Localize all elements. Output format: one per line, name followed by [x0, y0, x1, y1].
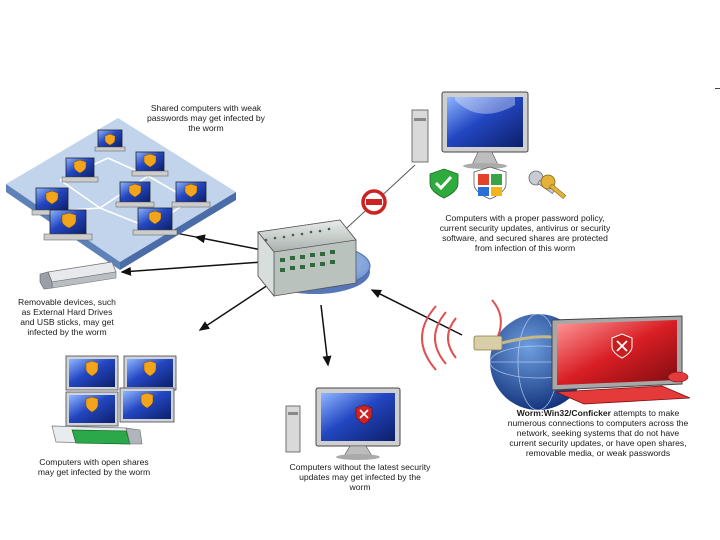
green-usb-stick-icon — [51, 425, 143, 445]
shield-icon — [85, 360, 99, 377]
usb-drive-icon — [39, 261, 117, 290]
shared-pc-3 — [131, 151, 169, 177]
network-switch-icon — [257, 219, 371, 298]
worm-description: attempts to make numerous connections to… — [507, 408, 689, 458]
caption-worm: Worm:Win32/Conficker attempts to make nu… — [480, 408, 716, 458]
open-share-pc-3 — [65, 391, 119, 427]
keys-icon — [528, 170, 567, 200]
signal-waves-icon — [421, 299, 502, 371]
caption-removable-devices: Removable devices, such as External Hard… — [18, 297, 116, 337]
protected-computer — [411, 91, 529, 169]
shield-icon — [143, 153, 157, 168]
arrow-to-no-updates — [320, 304, 332, 367]
open-share-pc-1 — [65, 355, 119, 391]
open-share-pc-2 — [123, 355, 177, 391]
arrow-from-worm — [370, 289, 463, 336]
arrow-to-open-shares — [198, 284, 269, 331]
shield-icon — [61, 212, 77, 229]
shared-pc-5 — [171, 181, 211, 208]
infected-worm-computer — [421, 299, 691, 411]
unpatched-computer — [285, 387, 401, 460]
no-entry-icon — [361, 189, 387, 215]
edge-mark — [715, 88, 720, 89]
windows-security-shield-icon — [473, 166, 507, 200]
arrow-to-shared — [194, 234, 263, 251]
shield-icon — [73, 159, 87, 174]
caption-open-shares: Computers with open shares may get infec… — [37, 457, 151, 477]
keyboard — [555, 385, 691, 405]
open-shares-computers — [51, 355, 177, 445]
mouse — [667, 371, 689, 383]
shared-pc-4 — [115, 181, 155, 208]
shield-icon — [85, 396, 99, 413]
caption-no-updates: Computers without the latest security up… — [289, 462, 431, 492]
caption-shared-computers: Shared computers with weak passwords may… — [147, 103, 265, 133]
caption-protected-computers: Computers with a proper password policy,… — [439, 213, 611, 253]
shield-icon — [184, 183, 198, 198]
shared-computers-network — [6, 118, 236, 270]
shield-icon — [45, 190, 59, 205]
open-share-pc-4 — [119, 387, 175, 423]
shield-icon — [140, 392, 154, 409]
arrow-to-removable — [120, 261, 263, 276]
shield-icon — [128, 183, 142, 198]
shared-pc-7 — [43, 209, 93, 241]
green-check-shield-icon — [429, 168, 459, 199]
shield-icon — [148, 210, 162, 225]
shield-icon — [104, 133, 116, 146]
shield-icon — [143, 360, 157, 377]
shared-pc-2 — [61, 157, 99, 183]
worm-name: Worm:Win32/Conficker — [516, 408, 611, 418]
shared-pc-1 — [94, 129, 126, 152]
shared-pc-8 — [132, 207, 178, 236]
